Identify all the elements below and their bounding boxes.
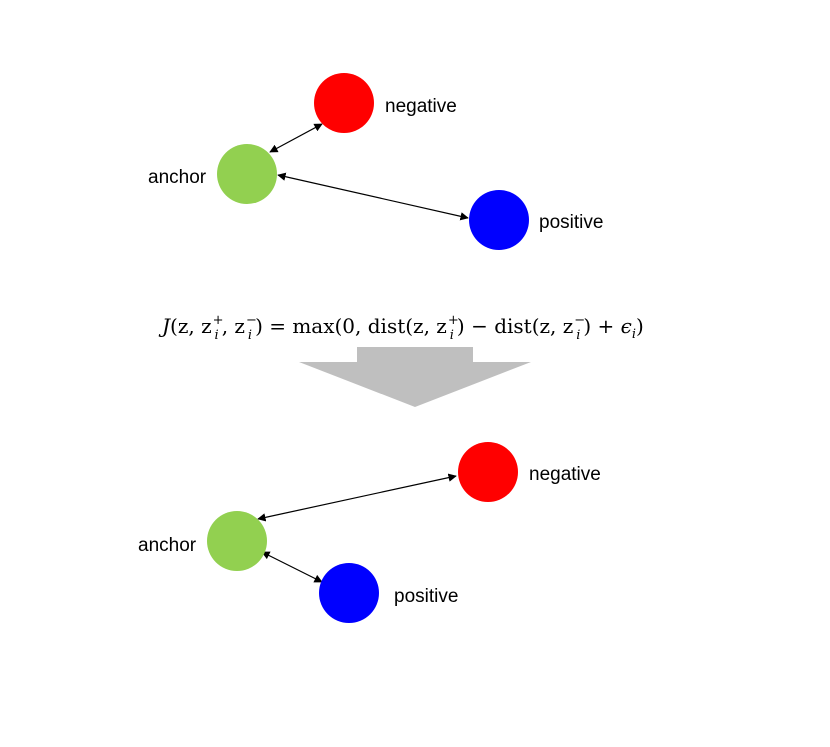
top-negative-node [314,73,374,133]
bottom-positive-node [319,563,379,623]
top-negative-label: negative [385,96,457,117]
bottom-negative-node [458,442,518,502]
transition-arrow [299,347,531,407]
top-anchor-positive-edge [277,172,469,221]
top-anchor-negative-edge [269,123,323,153]
bottom-negative-label: negative [529,464,601,485]
bottom-anchor-positive-edge [261,551,323,583]
top-anchor-label: anchor [148,167,207,188]
bottom-anchor-node [207,511,267,571]
top-anchor-node [217,144,277,204]
top-positive-node [469,190,529,250]
triplet-loss-formula: J(z, z+i, z−i) = max(0, dist(z, z+i) − d… [158,313,644,343]
bottom-anchor-negative-edge [257,473,457,522]
bottom-anchor-label: anchor [138,535,197,556]
bottom-panel: negative anchor positive [138,442,601,623]
bottom-positive-label: positive [394,586,458,607]
top-positive-label: positive [539,212,603,233]
top-panel: negative anchor positive [148,73,603,250]
